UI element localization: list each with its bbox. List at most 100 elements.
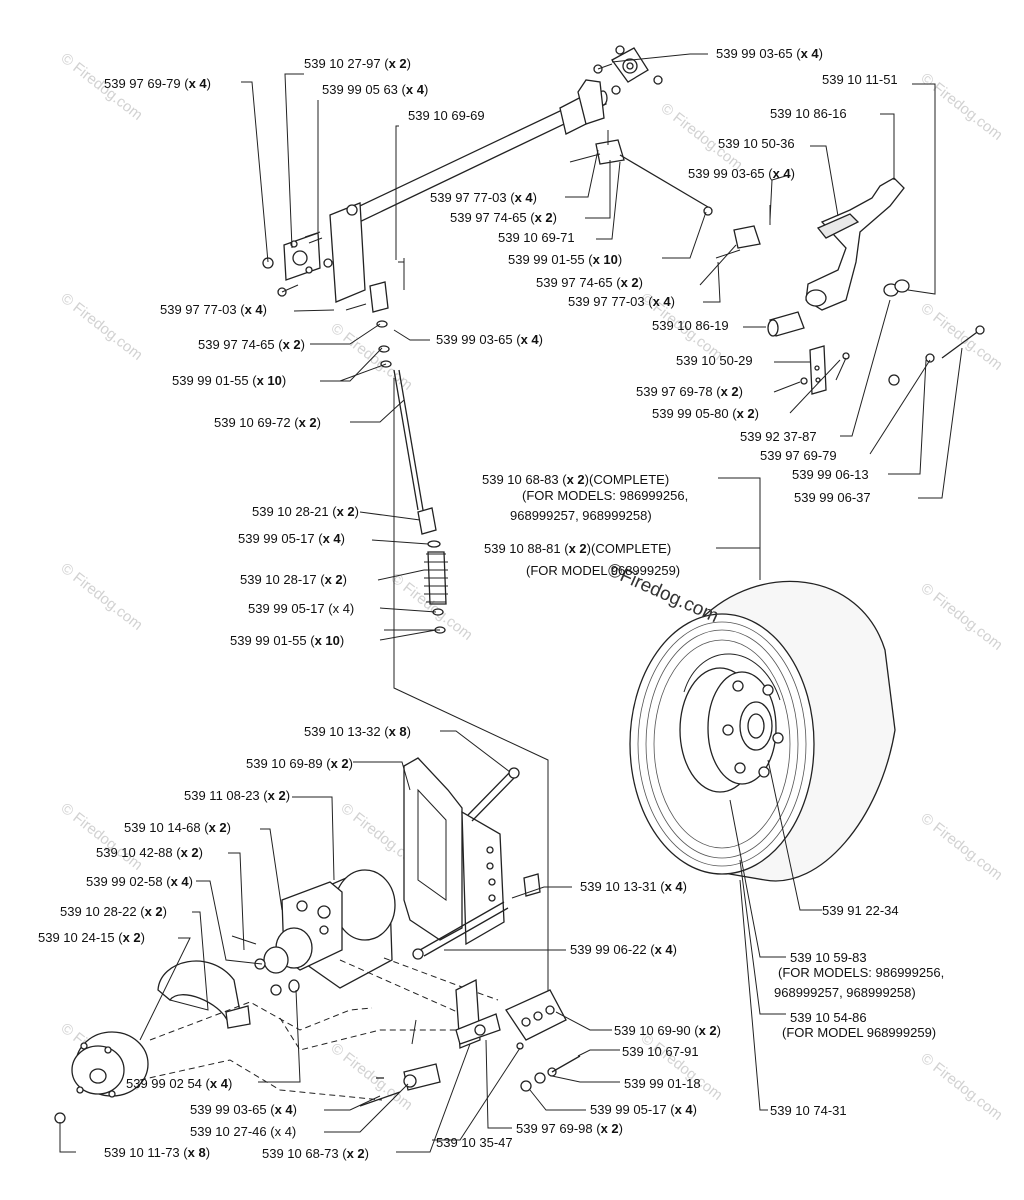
part-number: 539 10 42-88 [96, 845, 173, 860]
part-number: 539 99 05 63 [322, 82, 398, 97]
callout-label-c56: 539 97 69-98 (x 2) [516, 1121, 623, 1136]
callout-label-c47: 539 10 59-83 [790, 950, 867, 965]
callout-label-c13: 539 99 01-55 (x 10) [508, 252, 622, 267]
watermark-text: © Firedog.com [388, 570, 476, 644]
callout-label-c31: 539 99 05-17 (x 4) [238, 531, 345, 546]
callout-label-c10: 539 97 77-03 (x 4) [430, 190, 537, 205]
part-number: 539 10 59-83 [790, 950, 867, 965]
cross-shaft [344, 79, 608, 227]
part-number: 539 10 69-72 [214, 415, 291, 430]
callout-label-c11: 539 97 74-65 (x 2) [450, 210, 557, 225]
watermark-text: © Firedog.com [918, 70, 1006, 144]
motor-mount-plate [403, 757, 541, 960]
part-number: 539 10 69-89 [246, 756, 323, 771]
callout-label-c46: 539 99 06-22 (x 4) [570, 942, 677, 957]
callout-label-c37: 539 10 69-89 (x 2) [246, 756, 353, 771]
callout-label-c40: 539 10 42-88 (x 2) [96, 845, 203, 860]
callout-label-c26: 539 97 69-79 [760, 448, 837, 463]
part-number: 539 99 02 54 [126, 1076, 202, 1091]
watermark-text: © Firedog.com [638, 1030, 726, 1104]
brake-pedal [767, 177, 910, 337]
part-quantity: (x 10) [307, 633, 345, 648]
part-number: 539 10 67-91 [622, 1044, 699, 1059]
part-quantity: (x 2) [713, 384, 743, 399]
callout-label-c27: 539 99 06-13 [792, 467, 869, 482]
callout-label-c53: 539 99 03-65 (x 4) [190, 1102, 297, 1117]
part-quantity: (x 2) [260, 788, 290, 803]
callout-label-c20: 539 99 01-55 (x 10) [172, 373, 286, 388]
callout-label-c06: 539 10 11-51 [822, 72, 898, 87]
bracket-plate [800, 325, 985, 395]
part-quantity: (x 2) [381, 56, 411, 71]
part-quantity: (x 2) [173, 845, 203, 860]
watermark-text: © Firedog.com [918, 580, 1006, 654]
watermark-text: © Firedog.com [328, 320, 416, 394]
part-quantity: (x 2) [593, 1121, 623, 1136]
callout-label-c44: 539 10 13-31 (x 4) [580, 879, 687, 894]
callout-label-c50: 539 10 67-91 [622, 1044, 699, 1059]
part-quantity: (x 4) [237, 302, 267, 317]
part-quantity: (x 4) [202, 1076, 232, 1091]
part-quantity: (x 2) [691, 1023, 721, 1038]
part-number: 539 10 11-51 [822, 72, 898, 87]
part-quantity: (x 4) [163, 874, 193, 889]
callout-label-c01: 539 97 69-79 (x 4) [104, 76, 211, 91]
part-quantity: (x 2) [527, 210, 557, 225]
part-number: 539 99 06-37 [794, 490, 871, 505]
callout-label-c32: 539 10 88-81 (x 2)(COMPLETE) [484, 541, 671, 556]
watermark-text: © Firedog.com [918, 1050, 1006, 1124]
part-number: 539 97 74-65 [536, 275, 613, 290]
part-quantity: (x 4) [657, 879, 687, 894]
callout-label-c21: 539 10 50-29 [676, 353, 753, 368]
part-number: 539 10 13-31 [580, 879, 657, 894]
part-quantity: (x 2) [275, 337, 305, 352]
callout-label-c34: 539 99 05-17 (x 4) [248, 601, 354, 616]
callout-notes: (FOR MODELS: 986999256, 968999257, 96899… [510, 488, 944, 1040]
part-number: 539 10 28-17 [240, 572, 317, 587]
callout-label-c17: 539 97 77-03 (x 4) [160, 302, 267, 317]
part-number: 539 92 37-87 [740, 429, 817, 444]
part-quantity: (x 4) [667, 1102, 697, 1117]
part-quantity: (x 10) [585, 252, 623, 267]
part-quantity: (x 4) [513, 332, 543, 347]
part-number: 539 10 86-19 [652, 318, 729, 333]
part-quantity: (x 4) [267, 1102, 297, 1117]
part-quantity: (x 2) [729, 406, 759, 421]
part-quantity: (x 2) [291, 415, 321, 430]
drawing [54, 45, 985, 1124]
part-number: 539 10 88-81 [484, 541, 561, 556]
part-number: 539 97 77-03 [430, 190, 507, 205]
part-quantity: (x 4) [315, 531, 345, 546]
lever-arm [569, 130, 771, 259]
part-quantity: (x 4) [647, 942, 677, 957]
part-number: 539 97 69-78 [636, 384, 713, 399]
watermark-text: © Firedog.com [918, 300, 1006, 374]
callout-label-c33: 539 10 28-17 (x 2) [240, 572, 347, 587]
part-number: 539 10 69-90 [614, 1023, 691, 1038]
watermark-text: © Firedog.com [58, 560, 146, 634]
part-number: 539 99 01-18 [624, 1076, 701, 1091]
part-number: 539 91 22-34 [822, 903, 899, 918]
callout-label-c59: 539 10 68-73 (x 2) [262, 1146, 369, 1161]
watermark-text: © Firedog.com [58, 800, 146, 874]
part-quantity: (x 4) [267, 1124, 297, 1139]
part-number: 539 10 11-73 [104, 1145, 180, 1160]
wheel-hub [54, 1031, 149, 1124]
callout-label-c15: 539 97 77-03 (x 4) [568, 294, 675, 309]
callout-labels: 539 97 69-79 (x 4)539 10 27-97 (x 2)539 … [38, 46, 899, 1161]
callout-label-c03: 539 99 05 63 (x 4) [322, 82, 428, 97]
part-number: 539 97 77-03 [568, 294, 645, 309]
part-quantity: (x 2) [317, 572, 347, 587]
part-number: 539 97 69-79 [104, 76, 181, 91]
note-c47-a: (FOR MODELS: 986999256, [778, 965, 944, 980]
callout-label-c41: 539 99 02-58 (x 4) [86, 874, 193, 889]
callout-label-c19: 539 99 03-65 (x 4) [436, 332, 543, 347]
part-number: 539 99 03-65 [436, 332, 513, 347]
part-number: 539 10 69-71 [498, 230, 575, 245]
part-number: 539 10 14-68 [124, 820, 201, 835]
part-quantity: (x 4) [765, 166, 795, 181]
part-quantity: (x 4) [398, 82, 428, 97]
part-quantity: (x 8) [180, 1145, 210, 1160]
part-number: 539 99 06-13 [792, 467, 869, 482]
callout-label-c24: 539 10 69-72 (x 2) [214, 415, 321, 430]
